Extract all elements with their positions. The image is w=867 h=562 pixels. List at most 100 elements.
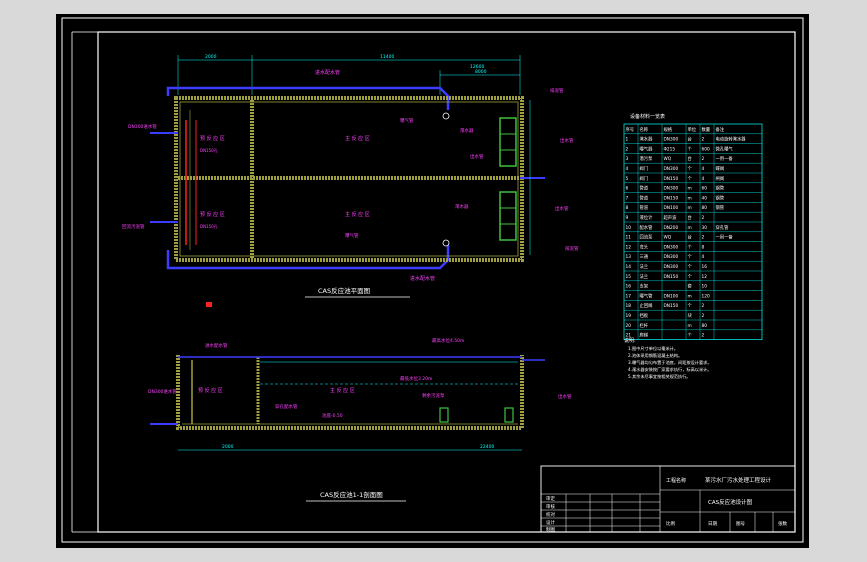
tb-scale: 比例 [666,520,675,527]
tb-date: 日期 [708,521,717,527]
table-cell: 钢管 [716,204,725,211]
section-zone-label: 主 反 应 区 [330,387,355,394]
table-cell: 微孔曝气 [716,145,734,152]
drawing-sheet [56,14,809,548]
decanter-label: 滗水器 [455,203,469,210]
table-cell: 17 [626,293,632,299]
dim-text: 11400 [380,54,394,60]
section-walls [176,355,524,430]
table-cell: 16 [626,284,632,290]
table-cell: 12 [702,274,708,280]
table-cell: DN300 [664,254,679,260]
red-marker [206,302,212,307]
note-line: 3.曝气器均匀布置于池底，间距按设计要求。 [628,359,712,366]
table-cell: 潜污泵 [640,155,654,162]
section-dim-text: 2000 [222,444,234,450]
table-cell: 14 [626,264,632,270]
table-cell: 台 [688,234,692,241]
table-cell: 5 [626,176,629,182]
table-cell: 管道 [640,194,649,201]
table-cell: DN300 [664,137,679,143]
table-cell: WQ [664,235,672,241]
table-cell: DN100 [664,205,679,211]
table-cell: 2 [702,215,705,221]
table-cell: 6 [626,186,629,192]
table-cell: 11 [626,235,632,241]
table-cell: 个 [688,176,693,182]
pipe-label-bottom: 进水配水管 [410,275,435,282]
table-cell: 穿孔管 [716,224,730,231]
zone-label: 预 反 应 区 [200,211,225,218]
note-line: 5.其余未尽事宜按相关规范执行。 [628,373,691,380]
table-cell: DN300 [664,166,679,172]
table-cell: 台 [688,214,692,221]
table-cell: m [688,324,692,329]
note-line: 1.图中尺寸单位以毫米计。 [628,345,678,352]
pipe-label-top: 进水配水管 [315,69,340,76]
table-header-cell: 备注 [716,126,725,133]
table-cell: 个 [688,333,693,339]
note-line: 4.滗水器安装按厂家要求执行，标高以米计。 [628,366,712,373]
table-cell: 栏杆 [640,322,649,329]
table-cell: 2 [702,137,705,143]
table-cell: 钢管 [716,194,725,201]
table-cell: 80 [702,323,708,329]
table-cell: 管道 [640,185,649,192]
right-label: 出水管 [560,137,574,144]
table-cell: 10 [626,225,632,231]
table-cell: 4 [702,176,705,182]
table-cell: 爬梯 [640,332,649,339]
dim-text: 8000 [475,69,487,75]
table-cell: m [688,226,692,231]
table-cell: 一用一备 [716,234,734,241]
section-outlet-label: 出水管 [558,393,572,400]
table-cell: 止回阀 [640,302,653,309]
table-cell: 2 [626,146,629,152]
zone-label: 主 反 应 区 [345,211,370,218]
table-cell: 管道 [640,204,649,211]
table-cell: m [688,294,692,299]
right-label: 出水管 [555,205,569,212]
table-header-cell: 规格 [664,126,673,133]
aeration-label: 曝气管 [345,232,359,239]
table-cell: DN200 [664,225,679,231]
hole-label: DN150孔 [200,223,218,229]
table-cell: 2 [702,333,705,339]
table-cell: 19 [626,313,632,319]
section-zone-label: 预 反 应 区 [198,387,223,394]
table-cell: 120 [702,293,710,299]
inlet-label: 回流污泥管 [122,223,145,230]
table-cell: 40 [702,195,708,201]
bottom-level-label: 池底-0.50 [322,412,343,419]
tb-row-label: 审定 [546,495,555,502]
table-cell: 电动旋转滗水器 [716,136,747,143]
section-top-pipe-label: 进水配水管 [205,342,228,349]
plan-view: 2000 11400 12600 8000 进水配水管 进水配水管 预 反 应 … [122,54,579,307]
table-cell: 2 [702,313,705,319]
table-cell: 挡板 [640,312,649,319]
plan-title: CAS反应池平面图 [318,286,370,295]
water-high-label: 最高水位4.50m [432,337,464,344]
table-cell: 块 [688,312,693,319]
table-cell: 个 [688,303,693,309]
tb-row-label: 制图 [546,526,555,533]
table-cell: 配水管 [640,224,654,231]
table-cell: 个 [688,264,693,270]
table-cell: WQ [664,156,672,162]
right-label: 排泥管 [550,87,564,94]
table-cell: 曝气管 [640,292,654,299]
table-cell: 4 [702,254,705,260]
dim-text: 2000 [205,54,217,60]
table-cell: 2 [702,303,705,309]
right-label: 排泥管 [565,245,579,252]
section-inlet-label: DN300进水管 [148,388,177,395]
table-cell: Φ215 [664,146,676,152]
table-cell: DN300 [664,244,679,250]
table-cell: 2 [702,235,705,241]
feed-pipe-bottom [166,245,450,270]
table-cell: 600 [702,146,710,152]
section-dim-text: 22400 [480,444,494,450]
table-cell: 法兰 [640,263,649,270]
table-cell: DN300 [664,264,679,270]
